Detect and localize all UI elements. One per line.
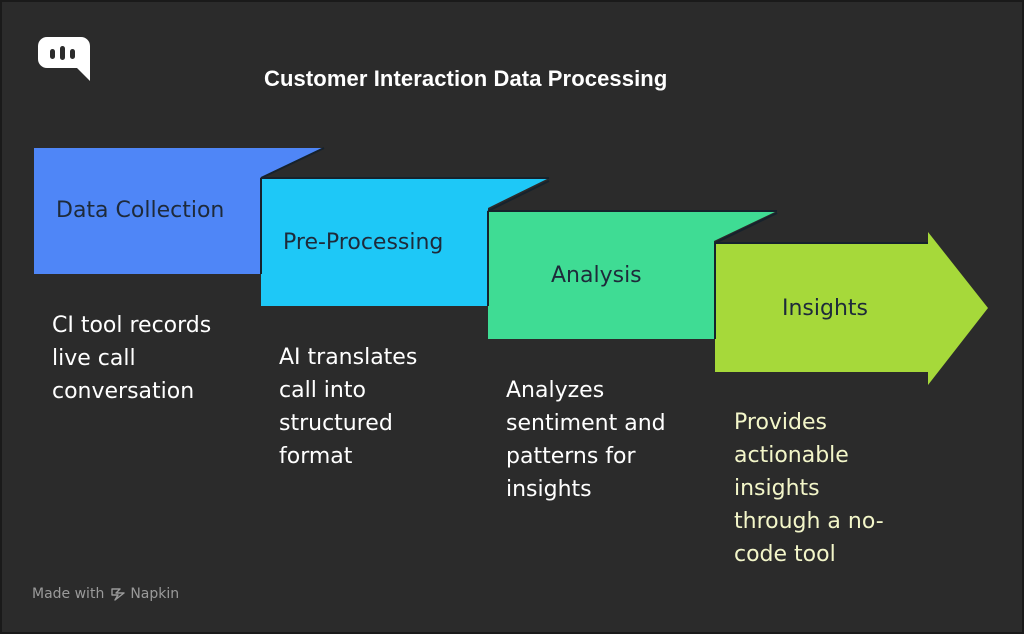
made-with-label: Made with (32, 586, 105, 602)
step-description-pre-processing: AI translates call into structured forma… (279, 345, 418, 469)
step-label-insights: Insights (782, 296, 869, 321)
step-label-data-collection: Data Collection (56, 198, 225, 223)
step-description-analysis: Analyzes sentiment and patterns for insi… (506, 378, 666, 502)
made-with-napkin-footer[interactable]: Made with Napkin (32, 586, 179, 602)
napkin-icon (111, 588, 126, 601)
diagram-title: Customer Interaction Data Processing (264, 66, 668, 91)
step-shape-pre-processing (261, 178, 549, 306)
step-shape-analysis (488, 211, 777, 339)
step-shape-insights (715, 232, 988, 385)
speech-bubble-waveform-icon (38, 37, 90, 81)
step-label-pre-processing: Pre-Processing (283, 230, 444, 255)
step-description-insights: Provides actionable insights through a n… (734, 410, 884, 567)
napkin-brand-label: Napkin (130, 586, 180, 602)
step-description-data-collection: CI tool records live call conversation (52, 313, 212, 404)
step-shape-data-collection (34, 148, 324, 274)
step-label-analysis: Analysis (551, 263, 642, 288)
